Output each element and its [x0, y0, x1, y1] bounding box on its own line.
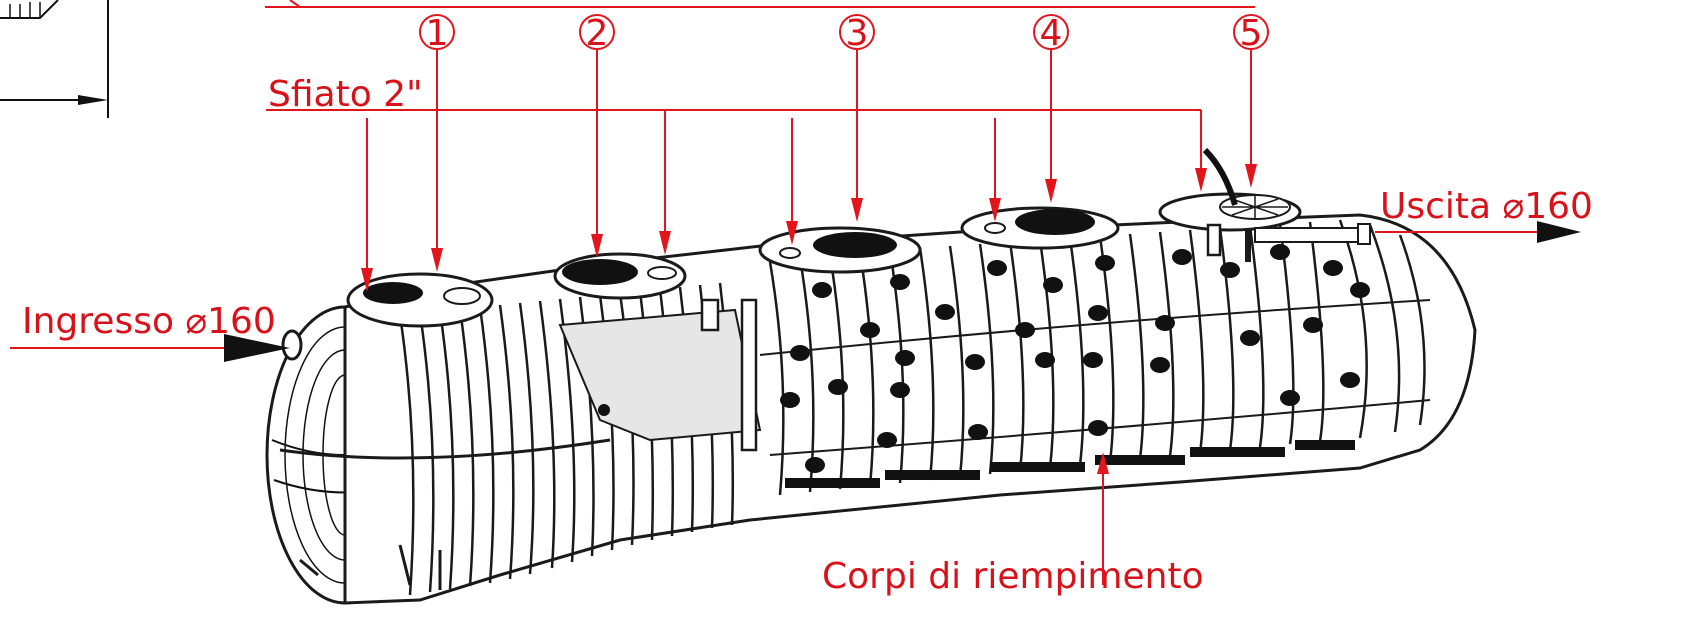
filler-bodies-callout: Corpi di riempimento: [822, 452, 1204, 597]
marker-5-label: 5: [1240, 13, 1263, 54]
annotations: 1 2 3 4 5 Sfiato: [10, 0, 1593, 597]
outlet-pipe: [1245, 223, 1371, 262]
marker-4: 4: [1033, 13, 1069, 203]
marker-5: 5: [1233, 13, 1269, 188]
vent-callout: Sfiato 2": [266, 74, 1207, 292]
marker-2-label: 2: [586, 13, 609, 54]
vent-label: Sfiato 2": [268, 74, 423, 115]
manhole-2: [553, 252, 687, 300]
marker-3-label: 3: [846, 13, 869, 54]
partial-detail-view: [0, 0, 109, 118]
marker-3: 3: [839, 13, 875, 222]
manhole-5: [1158, 147, 1302, 232]
inlet-callout: Ingresso ⌀160: [10, 301, 290, 362]
tank-body: [265, 147, 1477, 605]
marker-2: 2: [579, 13, 615, 258]
manhole-3: [758, 226, 922, 274]
inlet-label: Ingresso ⌀160: [22, 301, 276, 342]
manhole-1: [346, 272, 494, 328]
marker-1-label: 1: [426, 13, 449, 54]
outlet-label: Uscita ⌀160: [1380, 186, 1593, 227]
outlet-callout: Uscita ⌀160: [1375, 186, 1593, 243]
marker-1: 1: [419, 13, 455, 272]
filler-bodies-label: Corpi di riempimento: [822, 556, 1204, 597]
marker-4-label: 4: [1040, 13, 1063, 54]
manhole-4: [960, 206, 1120, 250]
